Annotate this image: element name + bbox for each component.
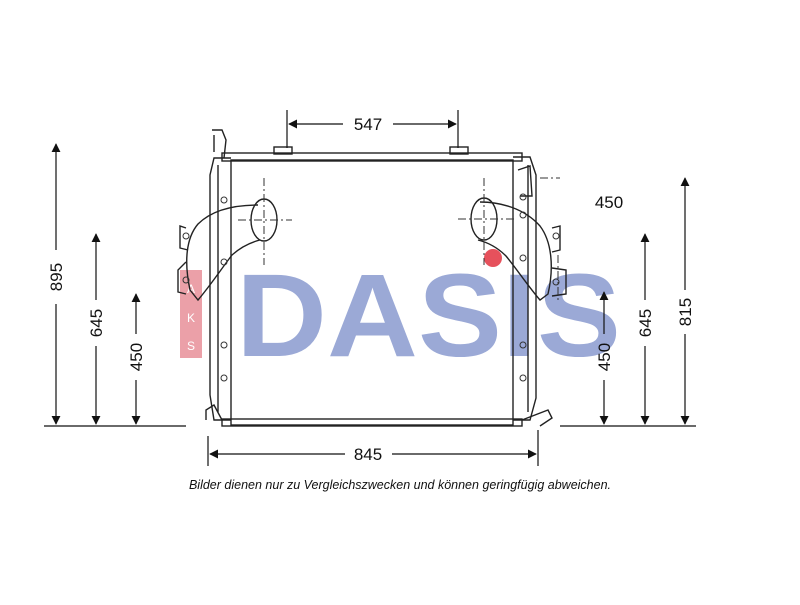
top-tab-left: [273, 146, 293, 155]
bottom-rail: [221, 418, 523, 427]
dim-right-outer-height: 815: [676, 298, 695, 326]
logo-side-bar: [180, 270, 202, 358]
left-top-bracket: [212, 129, 227, 159]
dim-right-inner-height: 450: [595, 343, 614, 371]
dim-left-middle-height: 645: [87, 309, 106, 337]
right-foot: [521, 409, 553, 427]
centerlines: [238, 177, 560, 300]
top-tab-right: [449, 146, 469, 155]
logo-side-letter-a: A: [187, 282, 195, 296]
dim-left-inner-height: 450: [127, 343, 146, 371]
dim-right-outlet-offset: 450: [595, 193, 623, 212]
logo-side-letter-s: S: [187, 339, 195, 353]
intercooler-outline: [177, 129, 567, 427]
intercooler-core: [230, 159, 514, 426]
logo-dot: [484, 249, 502, 267]
dim-left-outer-height: 895: [47, 263, 66, 291]
left-foot: [205, 404, 223, 421]
left-inlet-pipe: [186, 204, 261, 302]
dim-top-width: 547: [354, 115, 382, 134]
right-tank: [513, 156, 537, 421]
logo-text: DASIS: [236, 250, 621, 382]
dimension-lines: [44, 110, 696, 466]
disclaimer-caption: Bilder dienen nur zu Vergleichszwecken u…: [188, 478, 612, 492]
dasis-logo-watermark: DASIS A K S: [180, 249, 621, 382]
logo-side-letter-k: K: [187, 311, 195, 325]
bolt-markers: [182, 193, 560, 382]
dim-bottom-width: 845: [354, 445, 382, 464]
left-tank: [209, 157, 231, 421]
dim-right-middle-height: 645: [636, 309, 655, 337]
